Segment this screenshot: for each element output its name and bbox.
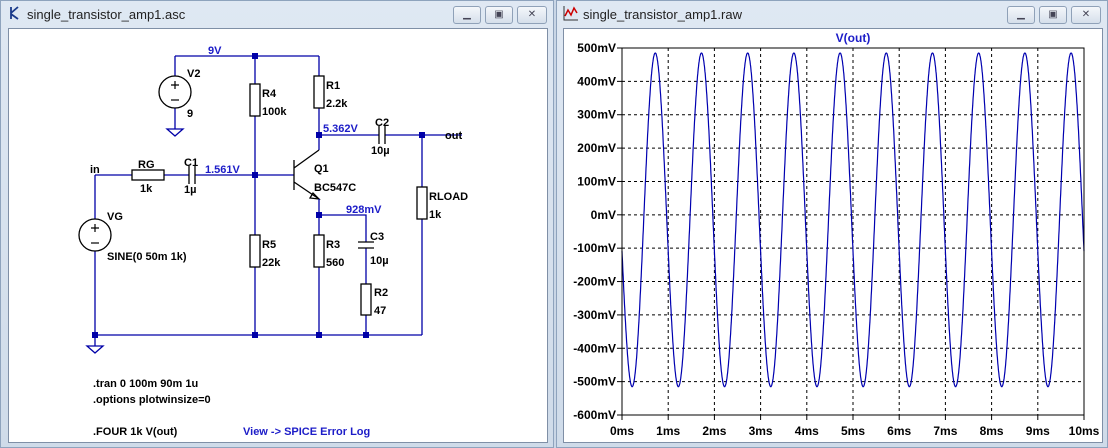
minimize-button[interactable]: ▁ (453, 6, 481, 24)
y-tick-label: 500mV (577, 41, 616, 55)
trace-title[interactable]: V(out) (836, 31, 871, 45)
y-tick-label: 200mV (577, 141, 616, 155)
ground-icon (165, 128, 185, 137)
emitter-voltage: 928mV (346, 204, 382, 216)
x-tick-label: 2ms (702, 424, 726, 438)
vg-name: VG (107, 211, 123, 223)
window-title: single_transistor_amp1.asc (27, 7, 186, 22)
r1-resistor (313, 75, 325, 109)
y-tick-label: 100mV (577, 174, 616, 188)
c1-capacitor (188, 166, 196, 184)
r4-value: 100k (262, 106, 287, 118)
y-tick-label: 0mV (591, 208, 616, 222)
x-tick-label: 8ms (980, 424, 1004, 438)
v2-name: V2 (187, 68, 200, 80)
x-tick-label: 10ms (1069, 424, 1100, 438)
c3-capacitor (358, 241, 374, 249)
v2-value: 9 (187, 108, 193, 120)
rload-value: 1k (429, 209, 442, 221)
r2-resistor (360, 283, 372, 316)
transistor-icon (10, 6, 19, 20)
rg-value: 1k (140, 183, 153, 195)
r2-name: R2 (374, 287, 388, 299)
plus-sign-icon (171, 81, 179, 89)
y-tick-label: 300mV (577, 108, 616, 122)
plus-sign-icon (91, 224, 99, 232)
rg-resistor (131, 169, 165, 181)
y-tick-label: -100mV (573, 241, 616, 255)
four-directive[interactable]: .FOUR 1k V(out) (93, 426, 178, 438)
r3-value: 560 (326, 257, 344, 269)
c2-value: 10µ (371, 145, 390, 157)
c3-name: C3 (370, 231, 384, 243)
options-directive[interactable]: .options plotwinsize=0 (93, 394, 211, 406)
rg-name: RG (138, 159, 155, 171)
in-net-label: in (90, 164, 100, 176)
y-tick-label: -400mV (573, 341, 616, 355)
x-tick-label: 5ms (841, 424, 865, 438)
tran-directive[interactable]: .tran 0 100m 90m 1u (93, 378, 198, 390)
r1-value: 2.2k (326, 98, 348, 110)
x-tick-label: 6ms (887, 424, 911, 438)
c1-name: C1 (184, 157, 198, 169)
r3-name: R3 (326, 239, 340, 251)
y-tick-label: -600mV (573, 408, 616, 422)
x-tick-label: 9ms (1026, 424, 1050, 438)
q1-name: Q1 (314, 163, 329, 175)
c1-value: 1µ (184, 184, 196, 196)
ground-icon (85, 345, 105, 354)
r3-resistor (313, 234, 325, 268)
r5-name: R5 (262, 239, 276, 251)
r1-name: R1 (326, 80, 340, 92)
r4-resistor (249, 83, 261, 117)
y-tick-label: 400mV (577, 74, 616, 88)
plot-canvas[interactable]: V(out) 0ms 1ms 2ms 3ms 4ms 5ms 6ms 7ms 8ms 9ms 10m… (563, 28, 1103, 443)
window-title: single_transistor_amp1.raw (583, 7, 742, 22)
vg-value: SINE(0 50m 1k) (107, 251, 187, 263)
schematic-canvas[interactable]: V2 9 R4 100k R1 2.2k C2 10µ out in RG 1k… (8, 28, 548, 443)
maximize-button[interactable]: ▣ (1039, 6, 1067, 24)
x-tick-label: 4ms (795, 424, 819, 438)
close-button[interactable]: ✕ (1071, 6, 1101, 24)
rload-resistor (416, 186, 428, 220)
vout-trace (621, 52, 1085, 388)
x-tick-label: 7ms (933, 424, 957, 438)
waveform-icon (563, 6, 578, 21)
maximize-button[interactable]: ▣ (485, 6, 513, 24)
r4-name: R4 (262, 88, 277, 100)
schematic-window: single_transistor_amp1.asc ▁ ▣ ✕ (0, 0, 554, 448)
x-tick-label: 1ms (656, 424, 680, 438)
out-net-label: out (445, 130, 462, 142)
q1-model: BC547C (314, 182, 356, 194)
x-tick-label: 0ms (610, 424, 634, 438)
y-tick-label: -200mV (573, 275, 616, 289)
minimize-button[interactable]: ▁ (1007, 6, 1035, 24)
q1-transistor (293, 149, 320, 200)
rload-name: RLOAD (429, 191, 468, 203)
emitter-arrow (308, 191, 321, 200)
r5-value: 22k (262, 257, 281, 269)
waveform-plot[interactable]: V(out) 0ms 1ms 2ms 3ms 4ms 5ms 6ms 7ms 8ms 9ms 10m… (564, 29, 1102, 442)
x-tick-label: 3ms (749, 424, 773, 438)
supply-net-label: 9V (208, 45, 222, 57)
vg-source (78, 218, 112, 252)
c3-value: 10µ (370, 255, 389, 267)
y-tick-label: -500mV (573, 375, 616, 389)
r5-resistor (249, 234, 261, 268)
spice-error-log-link[interactable]: View -> SPICE Error Log (243, 426, 370, 438)
collector-voltage: 5.362V (323, 123, 359, 135)
schematic-drawing[interactable]: V2 9 R4 100k R1 2.2k C2 10µ out in RG 1k… (9, 29, 547, 442)
waveform-window: single_transistor_amp1.raw ▁ ▣ ✕ V(out) … (556, 0, 1108, 448)
y-tick-label: -300mV (573, 308, 616, 322)
c2-name: C2 (375, 117, 389, 129)
ground-wire (94, 334, 422, 346)
v2-source (158, 75, 192, 109)
base-voltage: 1.561V (205, 164, 241, 176)
c2-capacitor (378, 126, 386, 144)
plot-frame (621, 47, 1085, 416)
r2-value: 47 (374, 305, 386, 317)
close-button[interactable]: ✕ (517, 6, 547, 24)
